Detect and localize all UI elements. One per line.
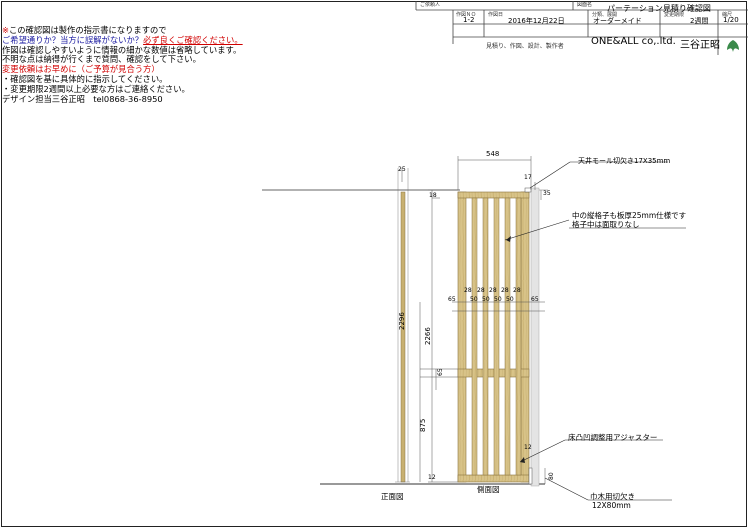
scale-label: 縮尺 bbox=[722, 12, 733, 18]
roles-label: 見積り、作図、設計、製作者 bbox=[486, 43, 564, 50]
dim-gap-50: 50 bbox=[470, 296, 478, 303]
callout-ceiling: 天井モール切欠き17X35mm bbox=[578, 157, 671, 165]
front-view-label: 正面図 bbox=[381, 492, 404, 501]
drawing-name: パーテーション見積り確認図 bbox=[607, 4, 711, 13]
dim-17: 17 bbox=[524, 174, 532, 181]
dim-18: 18 bbox=[429, 192, 437, 199]
dim-875: 875 bbox=[419, 418, 427, 432]
note-line: 作図は確認しやすいように情報の細かな数値は省略しています。 bbox=[2, 44, 242, 55]
drawing-date: 2016年12月22日 bbox=[508, 17, 565, 25]
customer-label: ご依頼人 bbox=[420, 2, 441, 8]
company-logo-icon bbox=[727, 40, 739, 52]
front-view bbox=[395, 168, 410, 483]
note-line: デザイン担当三谷正昭 tel0868-36-8950 bbox=[2, 93, 163, 104]
dim-2266: 2266 bbox=[424, 327, 432, 345]
dim-slat-28: 28 bbox=[501, 287, 509, 294]
category: オーダーメイド bbox=[593, 17, 642, 25]
date-label: 作図日 bbox=[488, 12, 504, 18]
baseboard-notch bbox=[528, 467, 533, 485]
callout-baseboard-b: 12X80mm bbox=[592, 501, 631, 510]
delivery-label: 変更期限 bbox=[664, 12, 685, 18]
note-line: ・確認図を基に具体的に指示してください。 bbox=[2, 73, 168, 84]
dim-width: 548 bbox=[486, 150, 500, 158]
drawing-no-label: 作図ＮＯ bbox=[456, 12, 477, 18]
dim-gap-50: 50 bbox=[506, 296, 514, 303]
dim-slat-28: 28 bbox=[489, 287, 497, 294]
dim-65-right: 65 bbox=[531, 296, 539, 303]
category-label: 分類、展開 bbox=[592, 12, 618, 18]
callout-slats-b: 格子中は面取りなし bbox=[572, 220, 640, 229]
middle-rail bbox=[457, 368, 530, 378]
note-line: 変更依頼はお早めに（ご予算が見合う方） bbox=[2, 64, 160, 75]
note-line: ご希望通りか？当方に誤解がないか？ bbox=[2, 34, 144, 45]
scale: 1/20 bbox=[723, 16, 739, 24]
note-line: 不明な点は納得が行くまで質問、確認をして下さい。 bbox=[2, 54, 201, 65]
drawing-no: 1-2 bbox=[463, 16, 475, 24]
callout-slats-a: 中の縦格子も板厚25mm仕様です bbox=[572, 211, 687, 220]
front-view-board bbox=[400, 191, 406, 483]
slat bbox=[504, 197, 511, 476]
dim-gap-50: 50 bbox=[494, 296, 502, 303]
dim-gap-50: 50 bbox=[482, 296, 490, 303]
designer-name: 三谷正昭 bbox=[680, 40, 720, 51]
callout-adjuster: 床凸凹調整用アジャスター bbox=[568, 433, 658, 442]
drawing-name-label: 図面名 bbox=[577, 2, 593, 8]
callout-baseboard-a: 巾木用切欠き bbox=[590, 492, 635, 501]
side-view bbox=[457, 187, 533, 485]
delivery: 2週間 bbox=[690, 17, 709, 25]
callout-leaders bbox=[504, 161, 686, 501]
notes-block: ※この確認図は製作の指示書になりますので ご希望通りか？当方に誤解がないか？必ず… bbox=[2, 25, 243, 104]
left-stile bbox=[457, 191, 467, 483]
dim-slat-28: 28 bbox=[477, 287, 485, 294]
dim-slat-28: 28 bbox=[464, 287, 472, 294]
right-stile bbox=[520, 191, 530, 483]
dim-25: 25 bbox=[398, 166, 406, 173]
slat bbox=[482, 197, 489, 476]
title-block-lines bbox=[415, 1, 748, 55]
dim-65-mid: 65 bbox=[437, 368, 444, 376]
wall bbox=[530, 187, 548, 487]
bottom-rail bbox=[457, 474, 530, 483]
dimension-lines bbox=[401, 156, 546, 484]
note-line: ・変更期限2週間以上必要な方はご連絡ください。 bbox=[2, 83, 190, 94]
dim-2296: 2296 bbox=[398, 312, 406, 330]
slat bbox=[515, 197, 522, 476]
slat bbox=[493, 197, 500, 476]
side-view-label: 側面図 bbox=[477, 485, 500, 494]
dim-12-left: 12 bbox=[428, 474, 436, 481]
ceiling-notch bbox=[524, 187, 532, 193]
dim-65-left: 65 bbox=[448, 296, 456, 303]
slat bbox=[471, 197, 478, 476]
note-warning: 必ず良くご確認ください。 bbox=[143, 34, 243, 45]
dim-80: 80 bbox=[548, 472, 555, 480]
company-name: ONE&ALL co,.ltd. bbox=[591, 36, 676, 47]
note-line: この確認図は製作の指示書になりますので bbox=[8, 25, 167, 35]
dim-slat-28: 28 bbox=[513, 287, 521, 294]
dim-35: 35 bbox=[543, 190, 551, 197]
dim-12-right: 12 bbox=[524, 444, 532, 451]
top-rail bbox=[457, 191, 530, 199]
